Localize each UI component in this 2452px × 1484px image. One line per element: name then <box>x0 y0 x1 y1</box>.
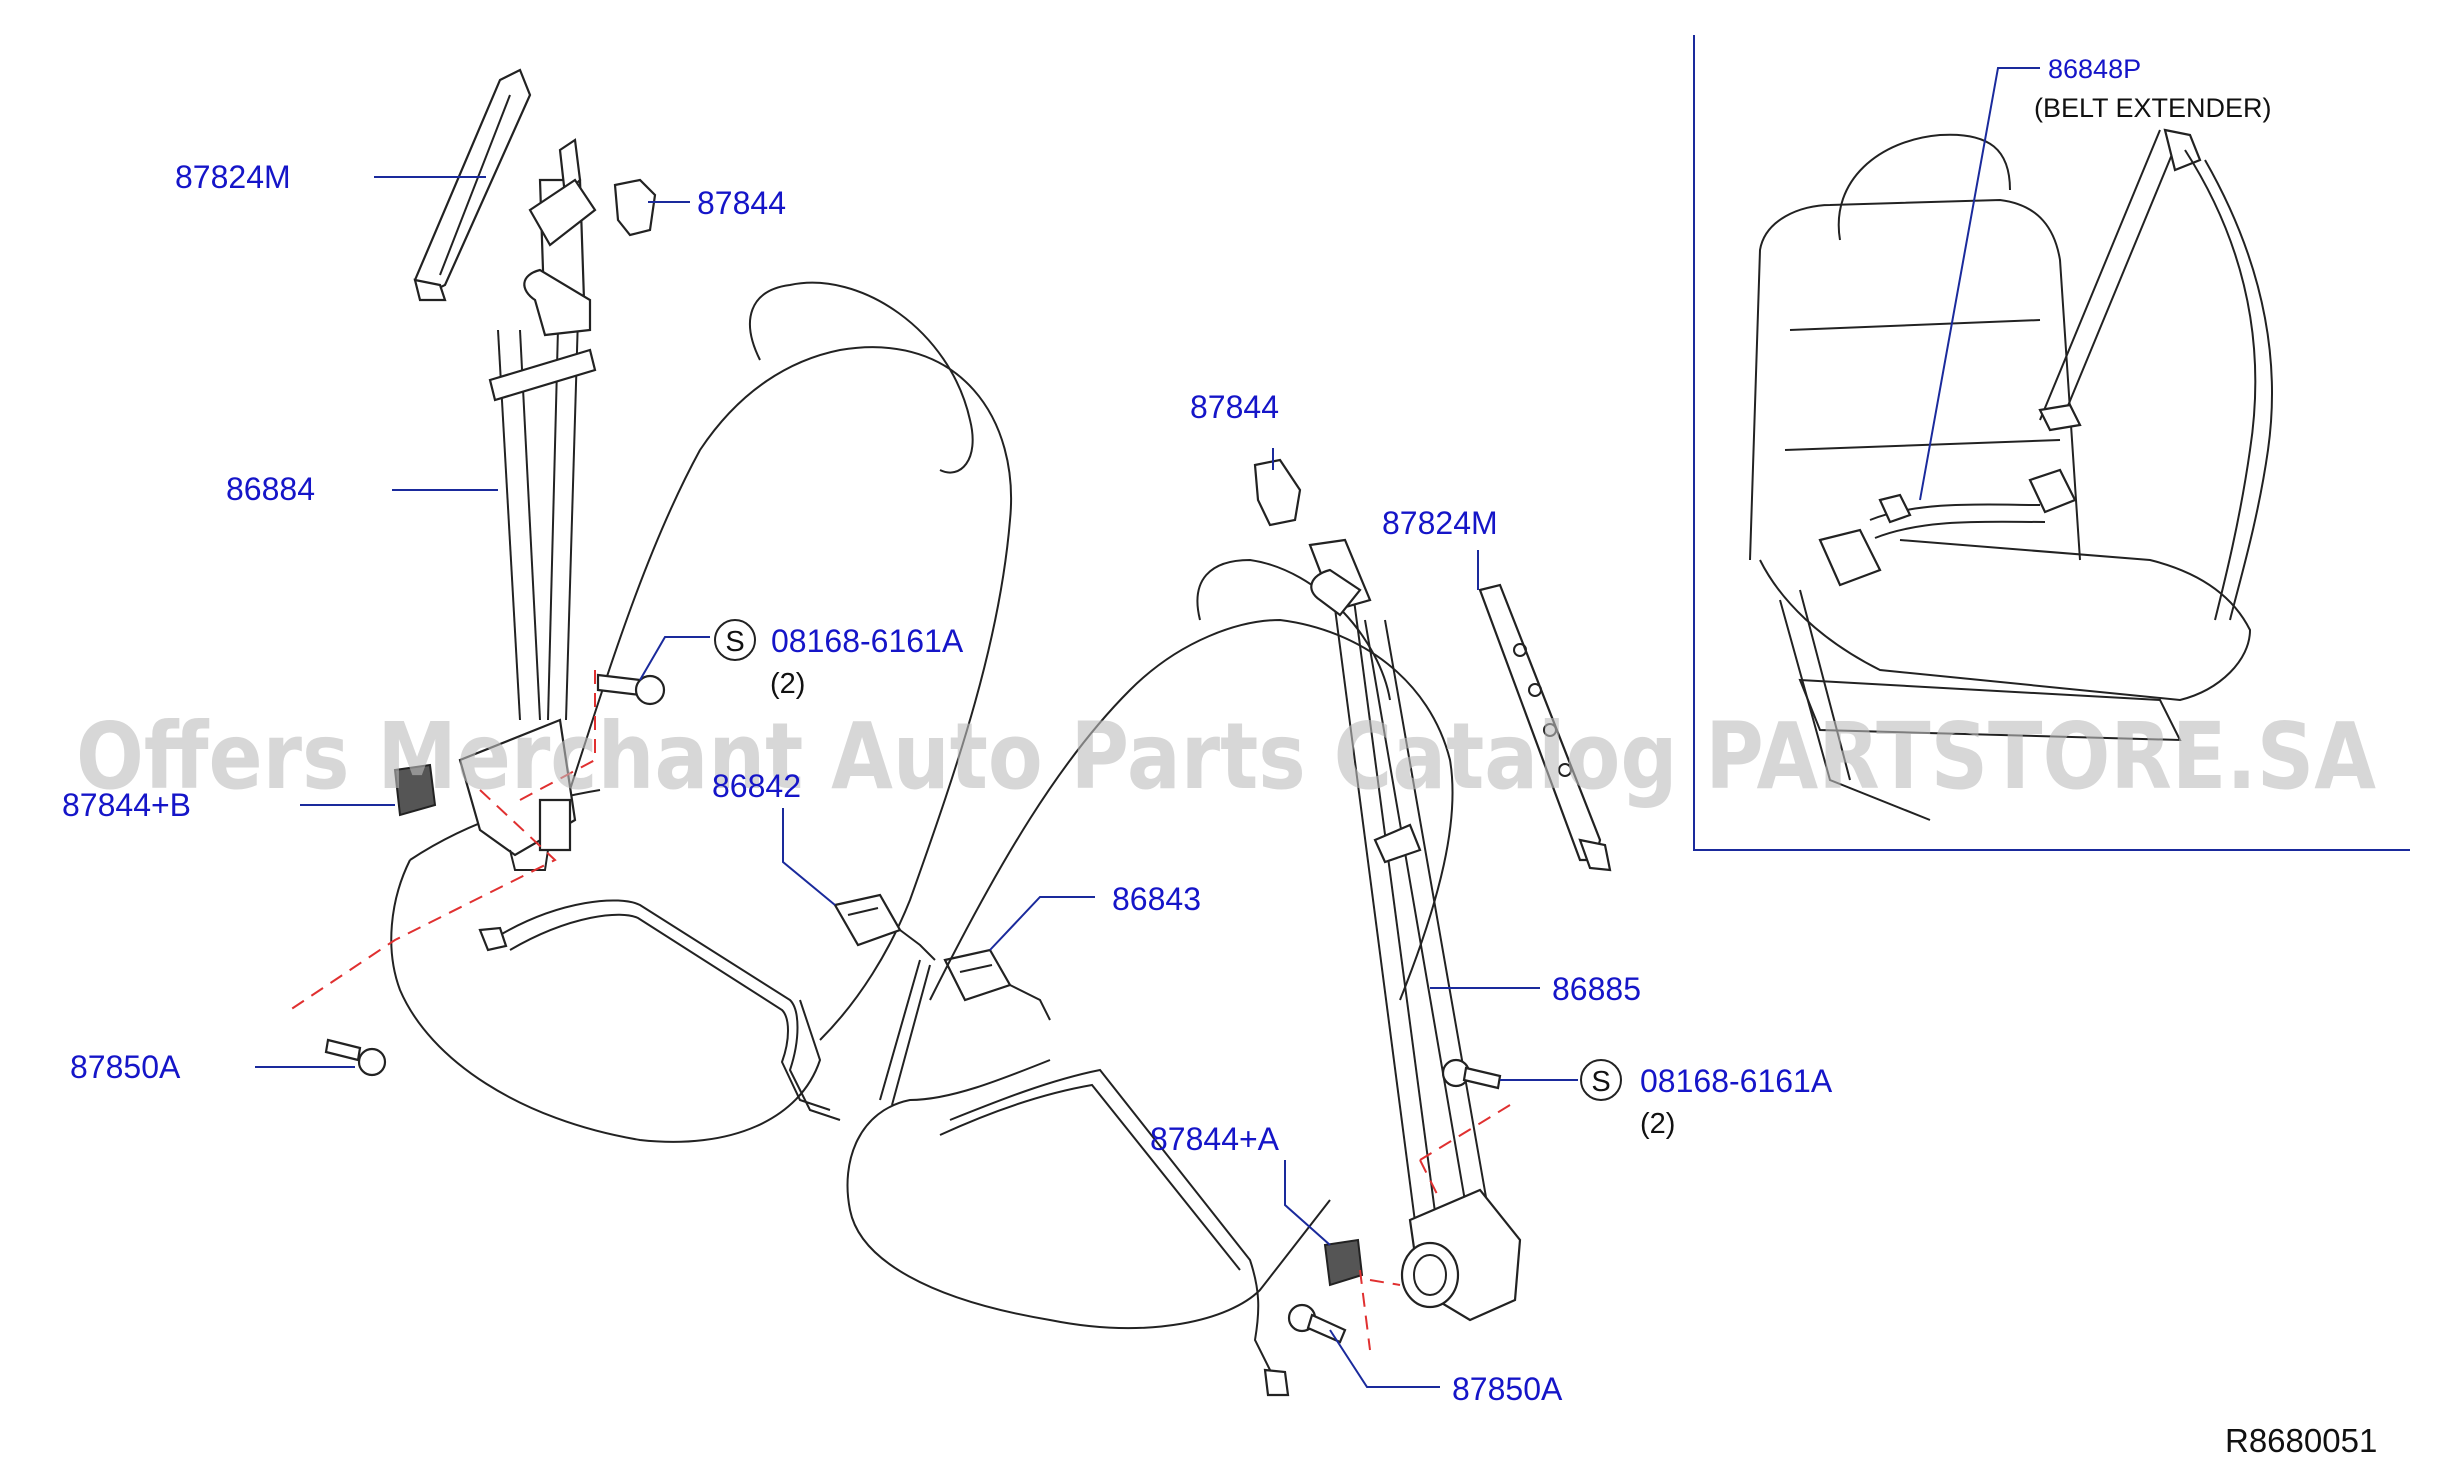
label-87844a: 87844+A <box>1150 1121 1280 1157</box>
watermark-text: Offers Merchant Auto Parts Catalog PARTS… <box>76 703 2376 810</box>
leader-lines <box>255 67 2040 1388</box>
cover-87844-center <box>1253 458 1302 527</box>
buckle-86842 <box>833 893 936 1106</box>
red-guides-right <box>1359 1104 1511 1351</box>
diagram-reference-code: R8680051 <box>2225 1422 2377 1459</box>
buckle-86843 <box>943 948 1051 1021</box>
bolt-87850a-right <box>1287 1303 1347 1344</box>
seat-belt-86885 <box>1308 538 1522 1322</box>
clip-87844b <box>393 763 437 817</box>
label-86848p: 86848P <box>2048 54 2141 84</box>
label-08168-6161a-left: 08168-6161A <box>771 623 964 659</box>
left-seat-outline <box>390 281 1012 1143</box>
label-86843: 86843 <box>1112 881 1201 917</box>
label-87824m-right: 87824M <box>1382 505 1498 541</box>
label-87850a-left: 87850A <box>70 1049 181 1085</box>
svg-text:S: S <box>725 626 744 658</box>
label-belt-extender: (BELT EXTENDER) <box>2034 93 2272 123</box>
bolt-08168-left <box>596 673 666 706</box>
guide-rail-87824m-right <box>1478 583 1612 872</box>
label-87824m-left: 87824M <box>175 159 291 195</box>
label-08168-6161a-right: 08168-6161A <box>1640 1063 1833 1099</box>
standard-part-symbol-right: S <box>1580 1059 1622 1101</box>
label-08168-qty-left: (2) <box>770 668 805 700</box>
label-87844b: 87844+B <box>62 787 191 823</box>
bolt-87850a-left <box>324 1038 387 1077</box>
label-87850a-right: 87850A <box>1452 1371 1563 1407</box>
label-08168-qty-right: (2) <box>1640 1108 1675 1140</box>
belt-extender-inset <box>1693 35 2410 851</box>
label-86884: 86884 <box>226 471 315 507</box>
label-86842: 86842 <box>712 768 801 804</box>
label-87844-top-left: 87844 <box>697 185 786 221</box>
red-guides-left <box>289 670 596 1011</box>
guide-rail-87824m-left <box>413 68 532 302</box>
label-87844-center: 87844 <box>1190 389 1279 425</box>
center-seat-outline <box>846 558 1454 1397</box>
standard-part-symbol-left: S <box>714 619 756 661</box>
label-86885: 86885 <box>1552 971 1641 1007</box>
clip-87844a <box>1323 1238 1364 1287</box>
bolt-08168-right <box>1441 1058 1502 1090</box>
upper-anchor-left <box>528 138 597 247</box>
cover-87844-top-left <box>613 178 657 237</box>
svg-text:S: S <box>1591 1066 1610 1098</box>
